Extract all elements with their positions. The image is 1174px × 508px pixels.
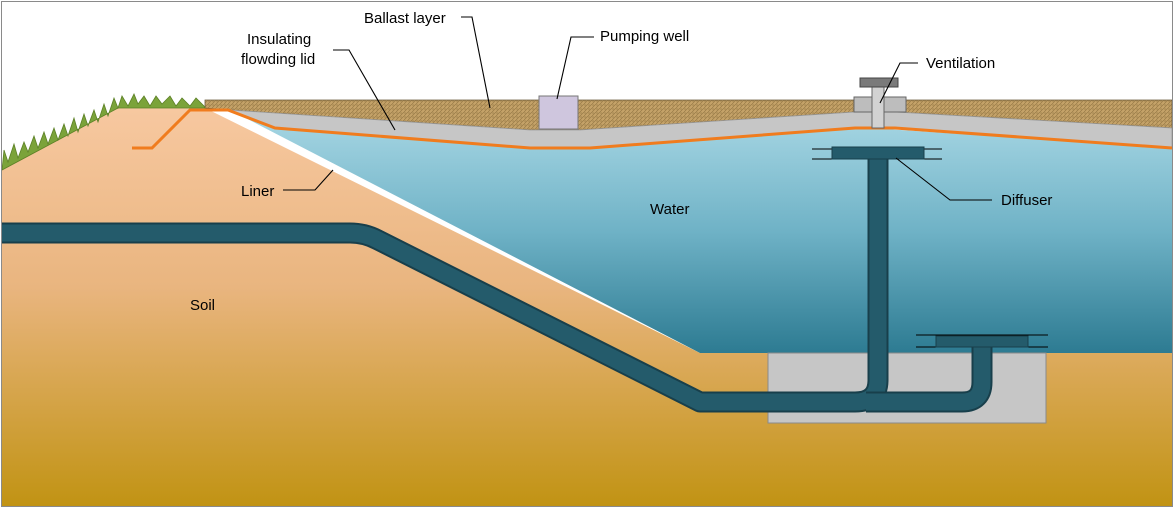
insulating-lid-leader (333, 49, 396, 131)
soil-label: Soil (190, 297, 215, 314)
upper-diffuser (812, 146, 942, 160)
lower-diffuser (916, 334, 1048, 348)
pumping-well (538, 95, 579, 130)
grass (1, 93, 206, 171)
diffuser-leader (895, 157, 992, 201)
ventilation-leader (879, 62, 918, 104)
diffuser-label: Diffuser (1001, 192, 1052, 209)
ballast-layer-label: Ballast layer (364, 10, 446, 27)
insulating-lid-label-line2: flowding lid (241, 51, 315, 68)
ventilation-vent (853, 77, 907, 129)
pumping-well-leader (556, 36, 594, 100)
ventilation-label: Ventilation (926, 55, 995, 72)
liner-label: Liner (241, 183, 274, 200)
water-label: Water (650, 201, 689, 218)
pumping-well-label: Pumping well (600, 28, 689, 45)
ballast-layer-leader (461, 16, 491, 109)
water (230, 110, 1172, 353)
liner-leader (283, 169, 334, 191)
insulating-lid-label-line1: Insulating (247, 31, 311, 48)
